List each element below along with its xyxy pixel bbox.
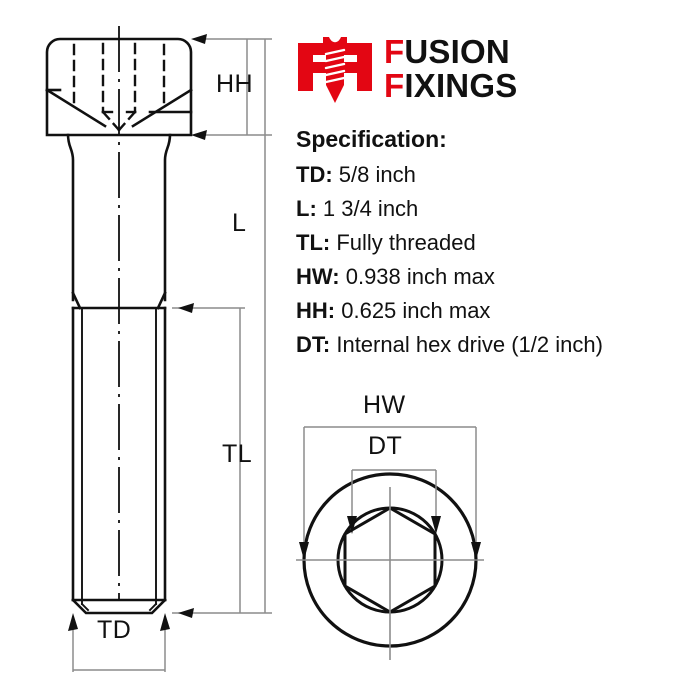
spec-key-dt: DT: <box>296 332 331 357</box>
thread-runout-left <box>71 291 82 310</box>
spec-value-td: 5/8 inch <box>338 162 416 187</box>
thread-runout-right <box>156 291 167 310</box>
shank-right-side <box>163 133 172 302</box>
top-view-arrowheads <box>299 516 481 560</box>
socket-cap-screw-side-view <box>45 37 193 615</box>
arrow-hh-top <box>191 34 207 44</box>
side-view-arrowheads <box>178 34 207 618</box>
screw-head-outline <box>45 37 193 137</box>
arrow-tl-bottom <box>178 608 194 618</box>
top-view-dimensions <box>303 426 477 553</box>
spec-row-l: L: 1 3/4 inch <box>296 196 696 222</box>
shank-left-side <box>66 133 75 302</box>
dimension-label-tl: TL <box>222 440 253 468</box>
dimension-label-hh: HH <box>216 70 254 98</box>
spec-value-hw: 0.938 inch max <box>345 264 495 289</box>
screw-thread-lines <box>324 48 346 84</box>
fusion-fixings-logo-icon <box>298 37 372 103</box>
hex-socket-hidden-lines <box>72 42 166 132</box>
arrow-td-right <box>160 613 170 631</box>
arrow-hw-right <box>471 542 481 560</box>
arrow-hw-left <box>299 542 309 560</box>
screw-end-minor-left <box>80 602 90 612</box>
spec-value-tl: Fully threaded <box>336 230 476 255</box>
arrow-dt-left <box>347 516 357 534</box>
spec-row-dt: DT: Internal hex drive (1/2 inch) <box>296 332 696 358</box>
info-panel: FUSION FIXINGS Specification: TD: 5/8 in… <box>296 26 696 366</box>
spec-row-hh: HH: 0.625 inch max <box>296 298 696 324</box>
spec-key-td: TD: <box>296 162 333 187</box>
dimension-label-td: TD <box>97 616 132 644</box>
dimension-label-dt: DT <box>368 432 403 460</box>
td-dimension <box>68 613 170 672</box>
specification-heading: Specification: <box>296 126 447 152</box>
arrow-tl-top <box>178 303 194 313</box>
brand-fusion-initial: F <box>384 33 405 71</box>
brand-line-fixings: FIXINGS <box>384 69 517 103</box>
spec-value-dt: Internal hex drive (1/2 inch) <box>336 332 603 357</box>
head-socket-cone-right <box>131 88 193 128</box>
arrow-hh-bottom <box>191 130 207 140</box>
spec-row-td: TD: 5/8 inch <box>296 162 696 188</box>
screw-head-slot <box>329 37 341 43</box>
dimension-label-l: L <box>232 209 247 237</box>
brand-fusion-rest: USION <box>404 33 510 71</box>
spec-key-hh: HH: <box>296 298 336 323</box>
screw-end-minor-right <box>148 602 158 612</box>
spec-value-l: 1 3/4 inch <box>322 196 419 221</box>
arrow-td-left <box>68 613 78 631</box>
spec-row-hw: HW: 0.938 inch max <box>296 264 696 290</box>
head-socket-cone-left <box>45 88 107 128</box>
dimension-label-hw: HW <box>363 391 406 419</box>
spec-value-hh: 0.625 inch max <box>341 298 491 323</box>
top-view-centre-lines <box>296 487 484 660</box>
screw-end-chamfer <box>71 598 167 615</box>
spec-row-tl: TL: Fully threaded <box>296 230 696 256</box>
socket-bottom-v-right <box>117 110 137 132</box>
brand-wordmark: FUSION FIXINGS <box>384 35 517 102</box>
spec-key-tl: TL: <box>296 230 331 255</box>
specification-block: Specification: TD: 5/8 inch L: 1 3/4 inc… <box>296 126 696 358</box>
brand-line-fusion: FUSION <box>384 35 517 69</box>
socket-bottom-v-left <box>101 110 121 132</box>
arrow-dt-right <box>431 516 441 534</box>
spec-key-l: L: <box>296 196 317 221</box>
brand-fixings-rest: IXINGS <box>404 67 518 104</box>
brand-fixings-initial: F <box>384 67 405 104</box>
spec-key-hw: HW: <box>296 264 340 289</box>
side-view-dimensions <box>172 38 272 614</box>
brand-header: FUSION FIXINGS <box>296 26 696 112</box>
